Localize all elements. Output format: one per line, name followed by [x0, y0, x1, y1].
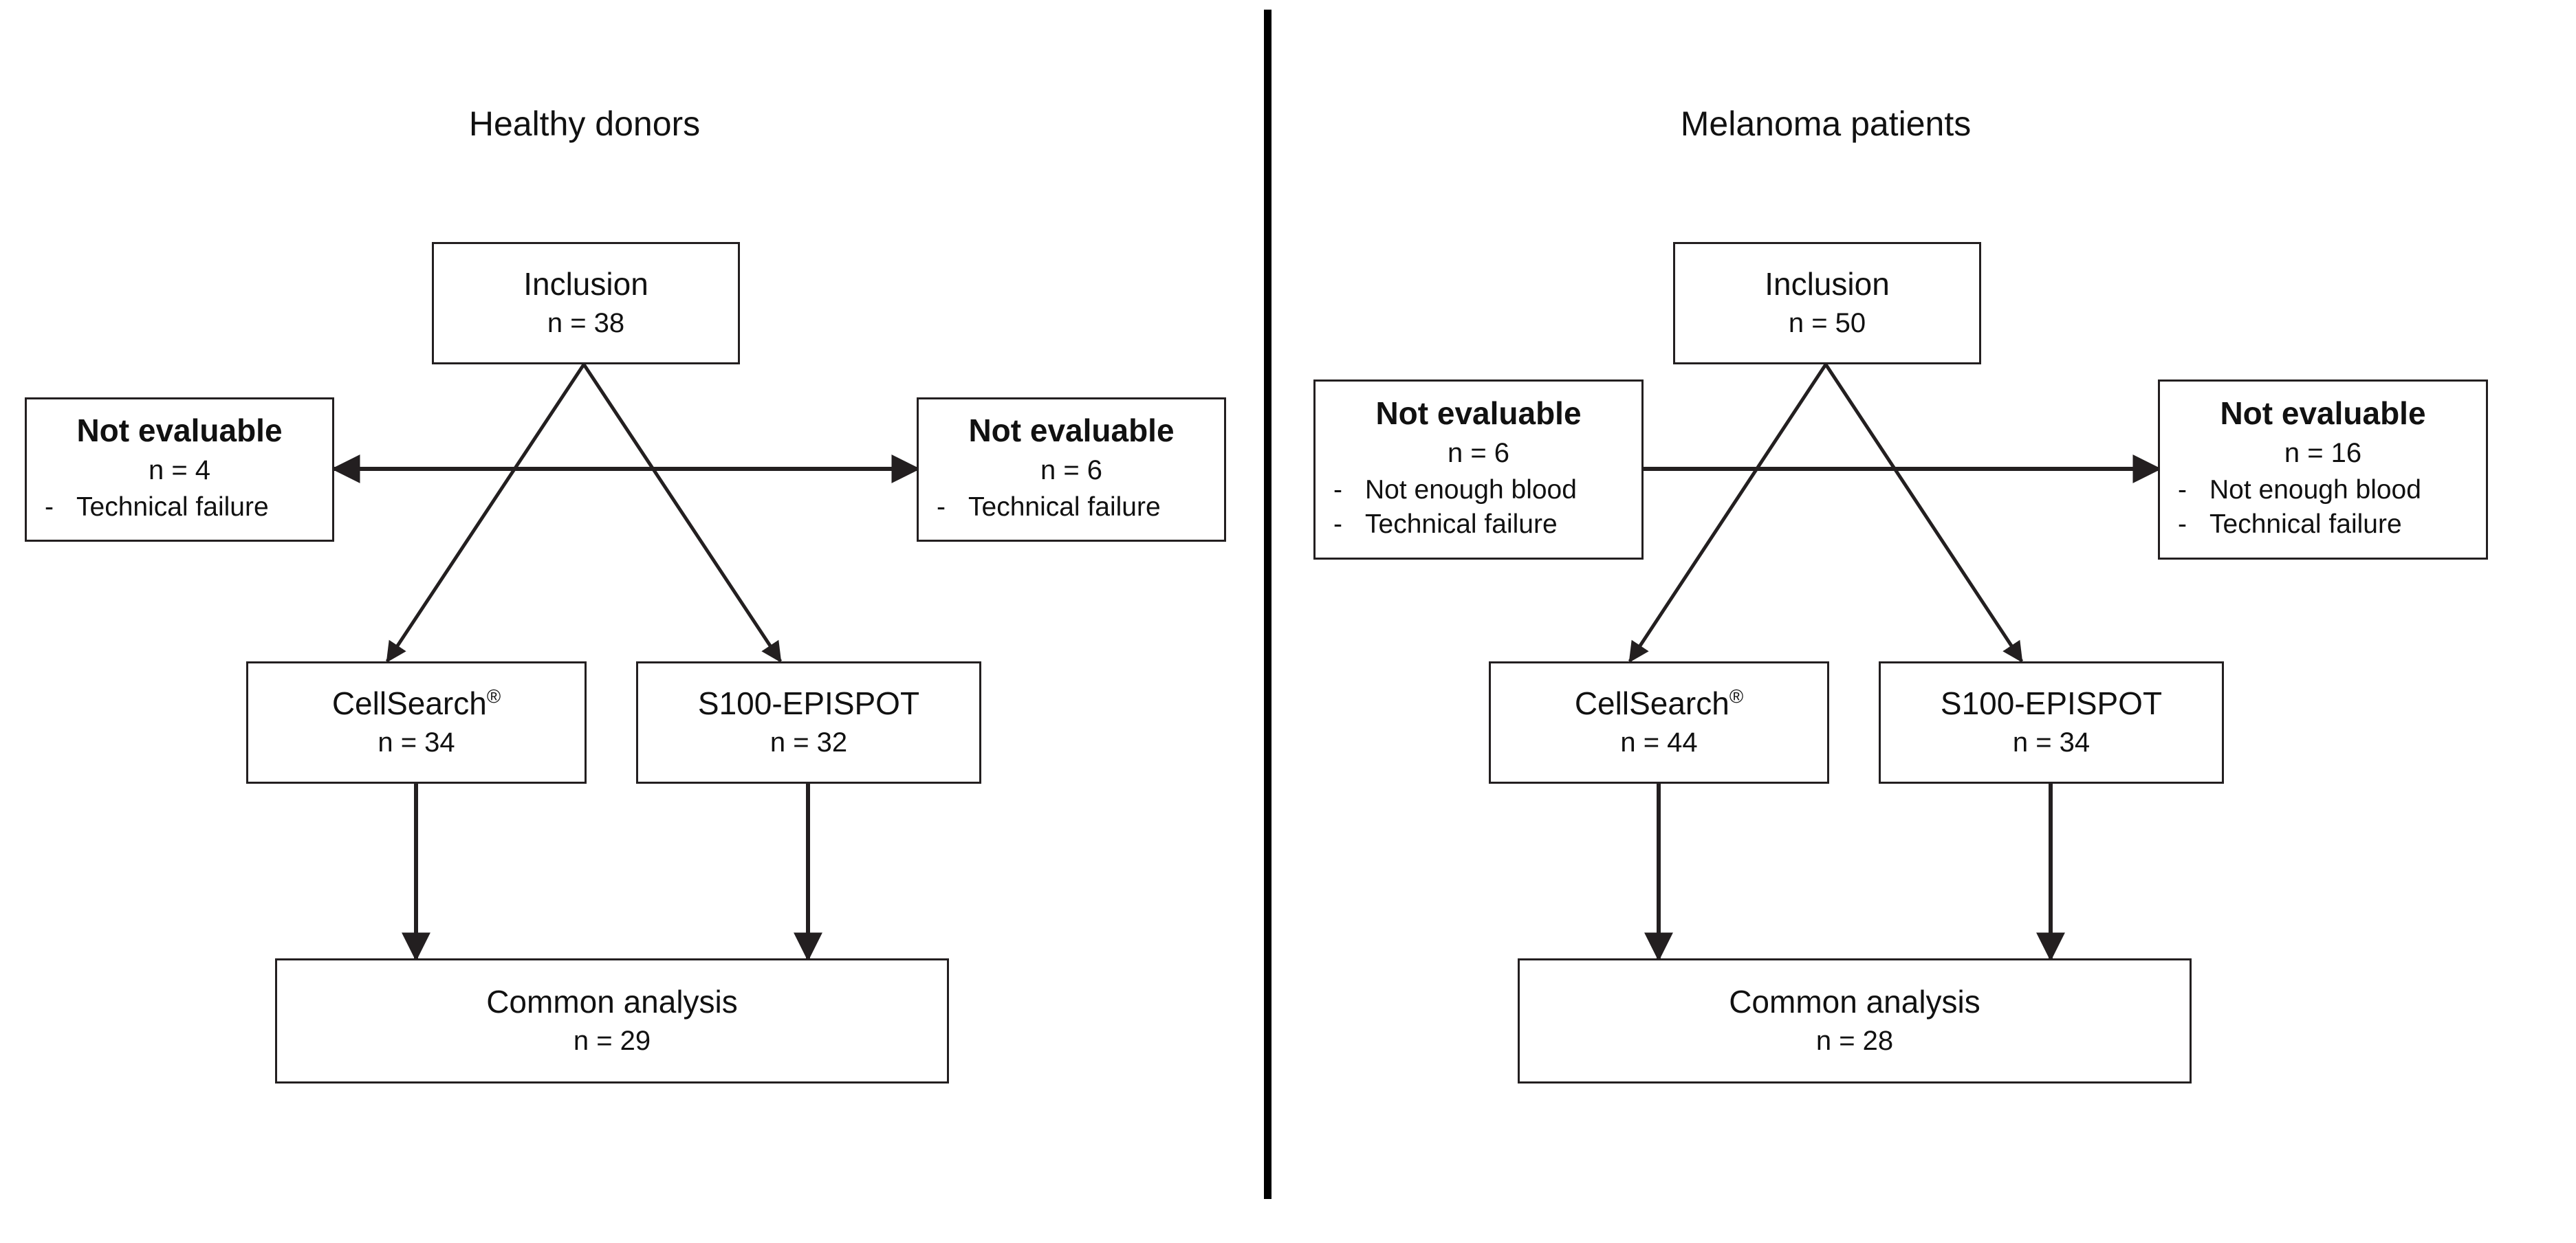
box-epispot-healthy: S100-EPISPOT n = 32 [636, 661, 981, 784]
box-not-evaluable-right-healthy-reasons: - Technical failure [919, 490, 1224, 525]
reason-item: - Not enough blood [2178, 473, 2478, 508]
box-cellsearch-melanoma: CellSearch® n = 44 [1489, 661, 1829, 784]
arrow-inclusion-to-epispot-left [582, 363, 783, 663]
panel-divider [1264, 10, 1271, 1199]
box-epispot-healthy-label: S100-EPISPOT [697, 685, 920, 721]
box-cellsearch-melanoma-count: n = 44 [1620, 727, 1698, 758]
bullet-dash-icon: - [45, 492, 54, 522]
box-not-evaluable-right-melanoma-label: Not evaluable [2220, 395, 2426, 432]
reason-text: Technical failure [76, 492, 269, 522]
box-not-evaluable-left-healthy-count: n = 4 [148, 455, 211, 486]
reason-item: - Not enough blood [1333, 473, 1633, 508]
method-name: S100-EPISPOT [1940, 685, 2163, 721]
reason-item: - Technical failure [45, 490, 324, 525]
registered-trademark-icon: ® [1729, 685, 1744, 707]
box-not-evaluable-right-healthy: Not evaluable n = 6 - Technical failure [917, 397, 1226, 542]
box-inclusion-healthy: Inclusion n = 38 [432, 242, 740, 364]
arrow-inclusion-to-cellsearch-left [385, 363, 586, 663]
box-inclusion-healthy-label: Inclusion [523, 265, 648, 302]
bullet-dash-icon: - [937, 492, 946, 522]
box-common-analysis-melanoma: Common analysis n = 28 [1518, 958, 2192, 1084]
box-not-evaluable-left-healthy: Not evaluable n = 4 - Technical failure [25, 397, 334, 542]
box-common-analysis-healthy-label: Common analysis [486, 983, 738, 1020]
box-not-evaluable-right-melanoma-count: n = 16 [2284, 437, 2362, 468]
box-not-evaluable-left-healthy-label: Not evaluable [76, 412, 283, 449]
box-cellsearch-healthy-label: CellSearch® [331, 685, 501, 721]
reason-text: Technical failure [1365, 509, 1558, 540]
box-cellsearch-melanoma-label: CellSearch® [1574, 685, 1744, 721]
box-inclusion-melanoma-count: n = 50 [1788, 308, 1866, 339]
box-common-analysis-healthy-count: n = 29 [573, 1026, 651, 1057]
box-not-evaluable-right-healthy-label: Not evaluable [968, 412, 1175, 449]
box-common-analysis-healthy: Common analysis n = 29 [275, 958, 949, 1084]
box-inclusion-healthy-count: n = 38 [547, 308, 625, 339]
method-name: S100-EPISPOT [697, 685, 920, 721]
box-epispot-melanoma-label: S100-EPISPOT [1940, 685, 2163, 721]
box-not-evaluable-right-melanoma-reasons: - Not enough blood - Technical failure [2160, 473, 2486, 542]
reason-item: - Technical failure [2178, 507, 2478, 542]
arrow-inclusion-to-epispot-right [1824, 363, 2024, 663]
box-not-evaluable-left-melanoma-reasons: - Not enough blood - Technical failure [1316, 473, 1641, 542]
box-not-evaluable-left-healthy-reasons: - Technical failure [27, 490, 332, 525]
bullet-dash-icon: - [1333, 509, 1342, 540]
box-common-analysis-melanoma-label: Common analysis [1729, 983, 1980, 1020]
box-not-evaluable-left-melanoma-count: n = 6 [1447, 437, 1510, 468]
box-common-analysis-melanoma-count: n = 28 [1815, 1026, 1894, 1057]
reason-item: - Technical failure [1333, 507, 1633, 542]
bullet-dash-icon: - [2178, 509, 2187, 540]
box-epispot-melanoma-count: n = 34 [2012, 727, 2091, 758]
method-name: CellSearch [331, 685, 487, 721]
box-not-evaluable-left-melanoma-label: Not evaluable [1375, 395, 1582, 432]
bullet-dash-icon: - [2178, 474, 2187, 505]
reason-text: Technical failure [2209, 509, 2402, 540]
box-not-evaluable-right-melanoma: Not evaluable n = 16 - Not enough blood … [2158, 380, 2488, 560]
panel-title-melanoma-patients: Melanoma patients [1680, 104, 1972, 143]
box-cellsearch-healthy: CellSearch® n = 34 [246, 661, 587, 784]
reason-text: Technical failure [968, 492, 1161, 522]
reason-item: - Technical failure [937, 490, 1216, 525]
arrow-inclusion-to-cellsearch-right [1628, 363, 1828, 663]
reason-text: Not enough blood [2209, 474, 2421, 505]
box-not-evaluable-right-healthy-count: n = 6 [1040, 455, 1103, 486]
reason-text: Not enough blood [1365, 474, 1577, 505]
box-not-evaluable-left-melanoma: Not evaluable n = 6 - Not enough blood -… [1313, 380, 1644, 560]
box-cellsearch-healthy-count: n = 34 [378, 727, 455, 758]
bullet-dash-icon: - [1333, 474, 1342, 505]
box-epispot-healthy-count: n = 32 [769, 727, 848, 758]
registered-trademark-icon: ® [486, 685, 501, 707]
box-inclusion-melanoma: Inclusion n = 50 [1673, 242, 1981, 364]
method-name: CellSearch [1574, 685, 1729, 721]
box-inclusion-melanoma-label: Inclusion [1765, 265, 1890, 302]
panel-title-healthy-donors: Healthy donors [468, 104, 701, 143]
box-epispot-melanoma: S100-EPISPOT n = 34 [1879, 661, 2224, 784]
